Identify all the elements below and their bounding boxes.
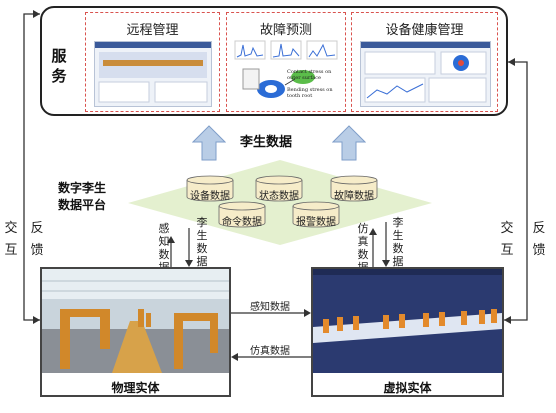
cylinder-icon <box>330 175 378 202</box>
flow-label-twin-down: 李生数据 <box>196 216 208 268</box>
virtual-entity-box <box>311 267 504 397</box>
cylinder-icon <box>218 201 266 228</box>
physical-entity-box <box>40 267 231 397</box>
virtual-entity-caption: 虚拟实体 <box>383 381 432 395</box>
panel-fault-prediction: 故障预测 Contact stress on outer surface Ben… <box>226 12 346 112</box>
store-label: 设备数据 <box>190 191 230 202</box>
panel-equipment-health: 设备健康管理 <box>351 12 498 112</box>
screenshot-image <box>360 41 491 107</box>
factory-photo <box>42 269 229 373</box>
caption-line: Bending stress on <box>287 87 333 93</box>
twin-data-title: 李生数据 <box>240 135 293 150</box>
store-status-data: 状态数据 <box>255 175 303 203</box>
store-label: 报警数据 <box>296 217 336 228</box>
service-title: 服务 <box>51 47 67 85</box>
store-label: 状态数据 <box>259 191 299 202</box>
physical-entity-caption: 物理实体 <box>111 381 160 395</box>
caption-line: outer surface <box>287 75 321 81</box>
flow-label-sense-right: 感知数据 <box>250 302 290 313</box>
flow-text: 李生数据 <box>392 216 404 268</box>
caption-line: tooth root <box>287 93 313 99</box>
side-label-feedback-right: 反馈 <box>532 221 546 258</box>
platform-label-line: 数字李生 <box>58 181 107 195</box>
panel-title: 远程管理 <box>126 23 179 38</box>
flow-label-twin-down-right: 李生数据 <box>392 216 404 268</box>
store-alarm-data: 报警数据 <box>292 201 340 229</box>
stress-caption: Contact stress on outer surface Bending … <box>287 69 345 99</box>
virtual-model-graphic <box>313 269 502 373</box>
screenshot-graphic <box>95 42 211 103</box>
panel-title: 设备健康管理 <box>385 23 464 38</box>
platform-label-line: 数据平台 <box>58 198 107 212</box>
panel-title: 故障预测 <box>259 23 312 38</box>
cylinder-icon <box>255 175 303 202</box>
store-fault-data: 故障数据 <box>330 175 378 203</box>
cylinder-icon <box>292 201 340 228</box>
flow-label-sim-left: 仿真数据 <box>250 346 290 357</box>
cylinder-icon <box>186 175 234 202</box>
panel-remote-management: 远程管理 <box>85 12 220 112</box>
store-label: 命令数据 <box>222 217 262 228</box>
side-label-interact-left: 交互 <box>4 221 18 258</box>
store-device-data: 设备数据 <box>186 175 234 203</box>
store-label: 故障数据 <box>334 191 374 202</box>
platform-label: 数字李生 数据平台 <box>58 180 106 214</box>
side-label-interact-right: 交互 <box>500 221 514 258</box>
screenshot-graphic <box>361 42 490 103</box>
up-arrow-icon <box>332 125 366 161</box>
fault-charts-graphic <box>234 40 338 98</box>
flow-text: 李生数据 <box>196 216 208 268</box>
screenshot-image <box>94 41 212 107</box>
store-command-data: 命令数据 <box>218 201 266 229</box>
caption-line: Contact stress on <box>287 69 332 75</box>
up-arrow-icon <box>192 125 226 161</box>
side-label-feedback-left: 反馈 <box>30 221 44 258</box>
